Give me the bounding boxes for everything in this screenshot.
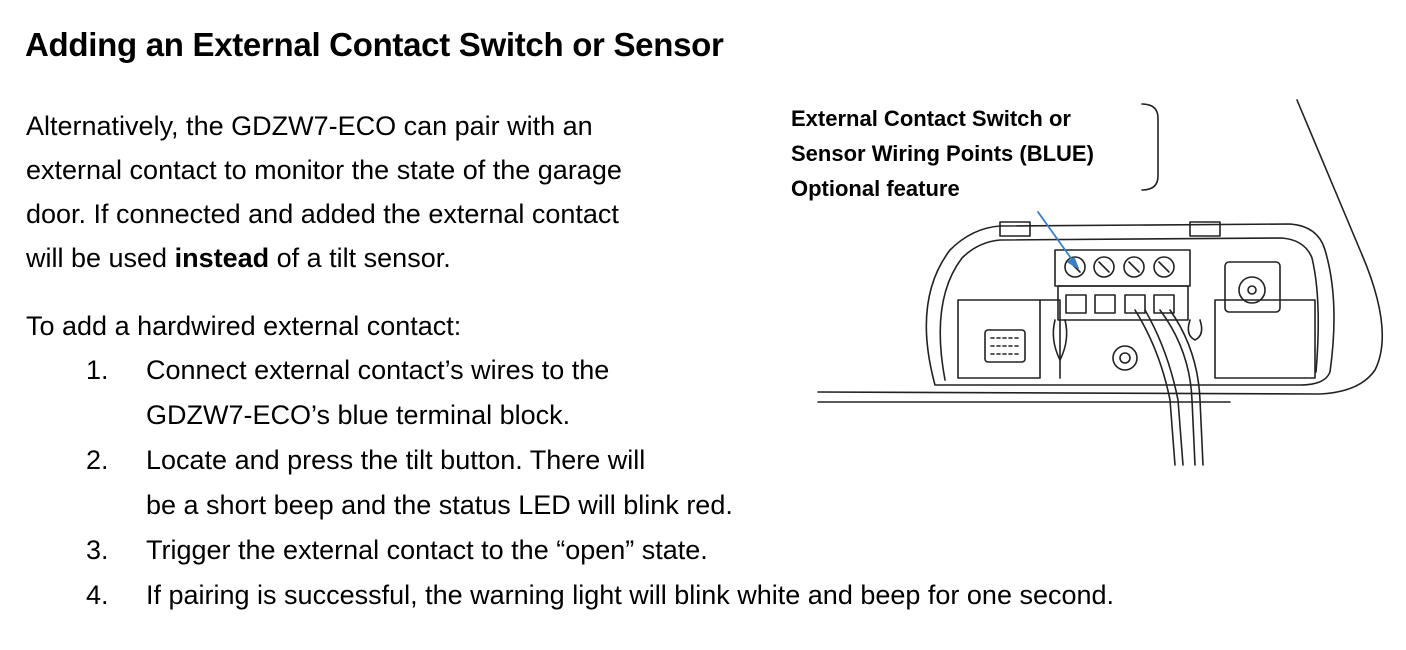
step-text: If pairing is successful, the warning li… (146, 573, 1114, 618)
housing-shell (817, 99, 1384, 395)
intro-line: will be used instead of a tilt sensor. (26, 236, 746, 280)
page-title: Adding an External Contact Switch or Sen… (25, 26, 724, 63)
caption-line: Optional feature (791, 176, 960, 201)
pointer-arrow (1037, 211, 1079, 269)
housing-cavity (925, 223, 1335, 386)
terminal-block-ports (1057, 285, 1189, 321)
figure-caption: External Contact Switch or Sensor Wiring… (791, 101, 1094, 206)
step-text: Connect external contact’s wires to the … (146, 348, 609, 438)
step-number: 2. (86, 445, 109, 475)
intro-text: of a tilt sensor. (269, 243, 451, 273)
intro-line: door. If connected and added the externa… (26, 199, 619, 229)
caption-line: Sensor Wiring Points (BLUE) (791, 141, 1094, 166)
step-text: Locate and press the tilt button. There … (146, 438, 733, 528)
intro-paragraph: Alternatively, the GDZW7-ECO can pair wi… (26, 104, 746, 280)
step-line: be a short beep and the status LED will … (146, 490, 733, 520)
step-line: GDZW7-ECO’s blue terminal block. (146, 400, 571, 430)
step-line: Locate and press the tilt button. There … (146, 445, 646, 475)
contact-wire (1134, 309, 1176, 466)
intro-line: Alternatively, the GDZW7-ECO can pair wi… (26, 111, 593, 141)
terminal-screw (1153, 256, 1175, 278)
step-line: Connect external contact’s wires to the (146, 355, 610, 385)
intro-text: will be used (26, 243, 175, 273)
terminal-screw (1064, 256, 1086, 278)
mount-post (1112, 345, 1138, 371)
circuit-chip (984, 329, 1026, 363)
step-line: If pairing is successful, the warning li… (146, 580, 1115, 610)
terminal-screw (1123, 256, 1145, 278)
step-number: 1. (86, 355, 109, 385)
step-number: 3. (86, 535, 109, 565)
power-jack (1224, 261, 1281, 313)
contact-wire (1159, 309, 1196, 466)
intro-emphasis: instead (174, 243, 270, 273)
steps-lead: To add a hardwired external contact: (26, 311, 462, 341)
device-wiring-illustration (817, 99, 1384, 466)
step-number: 4. (86, 580, 109, 610)
intro-line: external contact to monitor the state of… (26, 155, 622, 185)
caption-line: External Contact Switch or (791, 106, 1071, 131)
step-line: Trigger the external contact to the “ope… (146, 535, 708, 565)
step-text: Trigger the external contact to the “ope… (146, 528, 708, 573)
caption-bracket (1141, 103, 1159, 191)
terminal-screw (1093, 256, 1115, 278)
